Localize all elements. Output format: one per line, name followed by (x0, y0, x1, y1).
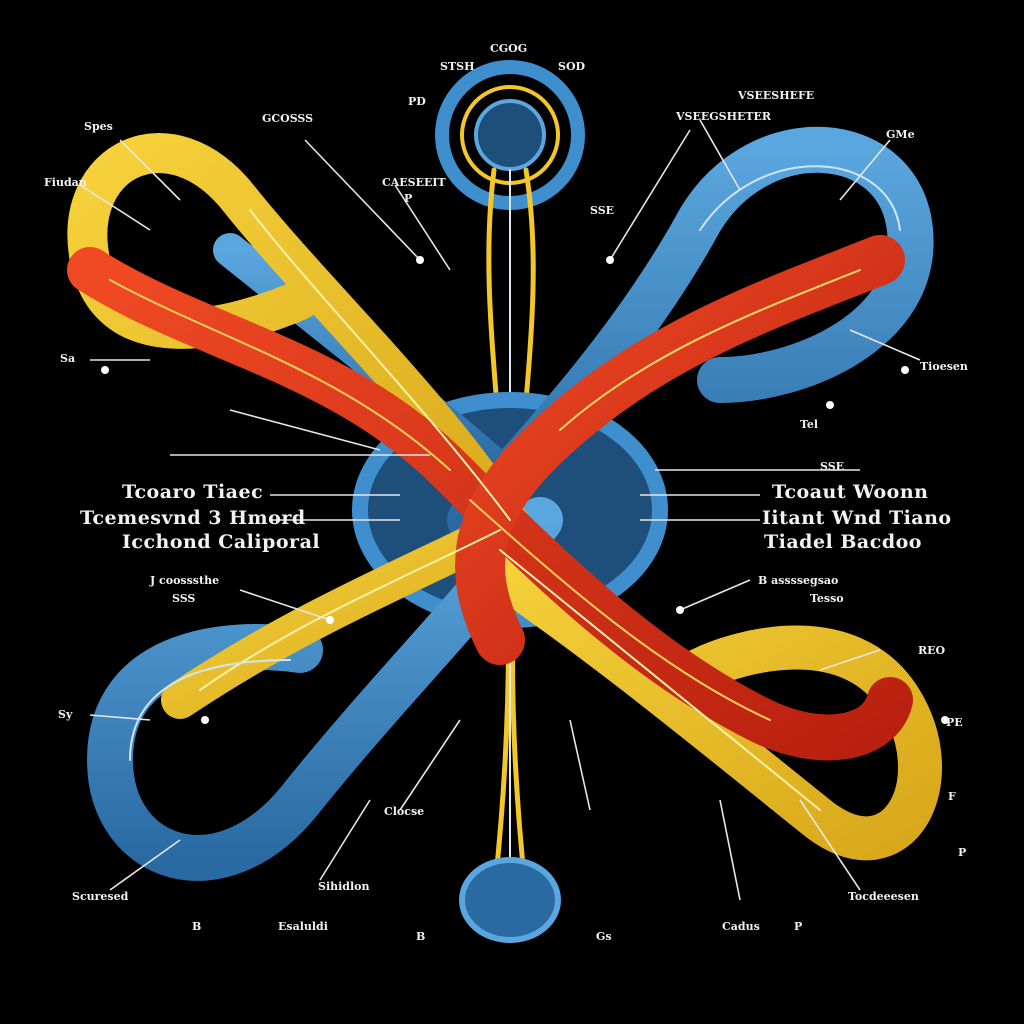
label-upper-right-corner: GMe (886, 128, 915, 141)
label-top-small-left: PD (408, 95, 426, 108)
label-upper-left-group: GCOSSS (262, 112, 313, 125)
label-center-small-right: Tel (800, 418, 818, 431)
label-upper-right-top: VSEESHEFE (737, 89, 814, 102)
leader-lines (79, 119, 921, 901)
label-lower-left-group: J coosssthe (149, 574, 219, 587)
label-big-left-line1: Tcoaro Tiaec (122, 481, 263, 503)
label-mid-upper-left-sub: P (404, 192, 412, 205)
label-big-left-line2: Tcemesvnd 3 Hmord (80, 507, 306, 529)
label-lower-right-small: REO (918, 644, 946, 657)
label-big-left-line3: Icchond Caliporal (122, 531, 320, 553)
label-bottom-center-left: Sihidlon (318, 880, 370, 893)
label-lower-right-group-sub: Tesso (810, 592, 844, 605)
label-bottom-center-3: B (416, 930, 425, 943)
blue-loop-lower-left (86, 497, 563, 881)
label-bottom-left: Scuresed (72, 890, 129, 903)
label-bottom-center-2: Esaluldi (278, 920, 328, 933)
label-big-right-line3: Tiadel Bacdoo (764, 531, 922, 553)
label-mid-upper-left: CAESEEIT (382, 176, 447, 189)
label-bottom-left-2: B (192, 920, 201, 933)
label-left-edge-top: Fiudan (44, 176, 87, 189)
label-upper-right-small: SSE (590, 204, 614, 217)
label-right-lower-small: PE (946, 716, 963, 729)
label-bottom-right-small: Gs (596, 930, 612, 943)
label-lower-right-group: B assssegsao (758, 574, 838, 587)
label-left-lower: Sy (58, 708, 73, 721)
label-upper-left-corner: Spes (84, 120, 113, 133)
label-top-center: CGOG (490, 42, 527, 55)
label-top-left: STSH (440, 60, 474, 73)
bottom-knob (459, 857, 561, 943)
label-bottom-right-2: P (794, 920, 802, 933)
label-top-right: SOD (558, 60, 586, 73)
label-right-lower-3: P (958, 846, 966, 859)
label-bottom-center: Clocse (384, 805, 424, 818)
label-right-lower-2: F (948, 790, 956, 803)
label-right-mid: Tioesen (920, 360, 968, 373)
labels: CGOG STSH SOD PD GCOSSS Spes Fiudan CAES… (44, 42, 968, 943)
label-bottom-right-1: Cadus (722, 920, 760, 933)
label-left-mid: Sa (60, 352, 75, 365)
label-lower-left-group-sub: SSS (172, 592, 195, 605)
leader-dots (101, 256, 949, 724)
yellow-loop-lower-right (458, 538, 942, 861)
label-big-right-line2: Iitant Wnd Tiano (762, 507, 952, 529)
label-upper-right-sub: VSEEGSHETER (675, 110, 772, 123)
label-center-right-small: SSE (820, 460, 844, 473)
vein-texture (109, 165, 901, 811)
label-big-right-line1: Tcoaut Woonn (772, 481, 928, 503)
label-bottom-right-3: Tocdeeesen (848, 890, 919, 903)
